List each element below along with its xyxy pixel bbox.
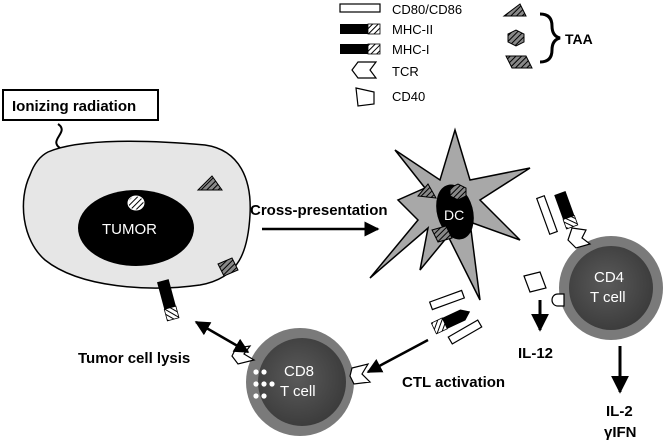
tumor-lysis-arrow bbox=[194, 320, 250, 354]
cd4-nucleus bbox=[569, 246, 653, 330]
dc-antigen-hexagon bbox=[449, 183, 467, 201]
dc-cd80-cd86-3 bbox=[447, 319, 483, 345]
ionizing-radiation-box bbox=[2, 89, 159, 121]
dc-mhc-i-cd8 bbox=[430, 309, 471, 335]
tumor-antigen-triangle bbox=[196, 175, 223, 191]
cd8-label-line2: T cell bbox=[280, 383, 316, 400]
taa-brace bbox=[539, 12, 561, 64]
dc-cd80-cd86-1 bbox=[535, 195, 559, 235]
taa-label: TAA bbox=[565, 31, 593, 47]
legend-mhc-i-label: MHC-I bbox=[392, 42, 430, 57]
ifn-label: γIFN bbox=[604, 424, 637, 441]
legend-cd80-cd86-label: CD80/CD86 bbox=[392, 2, 462, 17]
il12-label: IL-12 bbox=[518, 345, 553, 362]
dc-mhc-ii-cd4 bbox=[554, 191, 579, 230]
dc-cd40 bbox=[523, 271, 547, 293]
legend-mhc-ii-label: MHC-II bbox=[392, 22, 433, 37]
mhc-i-icon bbox=[340, 43, 381, 55]
dc-cd80-cd86-2 bbox=[428, 289, 466, 311]
legend-tcr-label: TCR bbox=[392, 64, 419, 79]
tumor-label: TUMOR bbox=[102, 221, 157, 238]
cd8-label-line1: CD8 bbox=[284, 363, 314, 380]
taa-triangle-icon bbox=[502, 3, 527, 17]
dc-antigen-parallelogram bbox=[431, 225, 453, 243]
ctl-activation-label: CTL activation bbox=[402, 374, 505, 391]
cd8-tcr-right bbox=[349, 363, 372, 385]
cd4-tcr bbox=[567, 227, 592, 249]
cd8-nucleus bbox=[258, 338, 346, 426]
taa-parallelogram-icon bbox=[505, 55, 533, 69]
taa-hexagon-icon bbox=[507, 29, 525, 47]
ionizing-radiation-label: Ionizing radiation bbox=[12, 98, 136, 115]
tcr-icon bbox=[351, 61, 378, 79]
dc-antigen-triangle bbox=[417, 183, 437, 199]
tumor-cell-lysis-label: Tumor cell lysis bbox=[78, 350, 190, 367]
cross-presentation-label: Cross-presentation bbox=[250, 202, 388, 219]
cd4-label-line1: CD4 bbox=[594, 269, 624, 286]
legend-cd40-label: CD40 bbox=[392, 89, 425, 104]
cd4-label-line2: T cell bbox=[590, 289, 626, 306]
ctl-activation-arrow bbox=[366, 338, 429, 374]
dc-label: DC bbox=[444, 207, 464, 223]
tumor-mhc-i bbox=[157, 279, 180, 322]
il2-label: IL-2 bbox=[606, 403, 633, 420]
cd80-cd86-icon bbox=[339, 3, 381, 13]
legend: CD80/CD86 MHC-II MHC-I TCR CD40 bbox=[339, 2, 593, 107]
tumor-antigen-nucleus bbox=[127, 195, 145, 211]
cd4-cd40l bbox=[551, 293, 565, 307]
tumor-antigen-parallelogram bbox=[217, 257, 239, 277]
mhc-ii-icon bbox=[340, 23, 381, 35]
cd8-granules bbox=[253, 369, 275, 399]
cd40-icon bbox=[355, 87, 375, 107]
tumor-nucleus bbox=[78, 190, 194, 266]
